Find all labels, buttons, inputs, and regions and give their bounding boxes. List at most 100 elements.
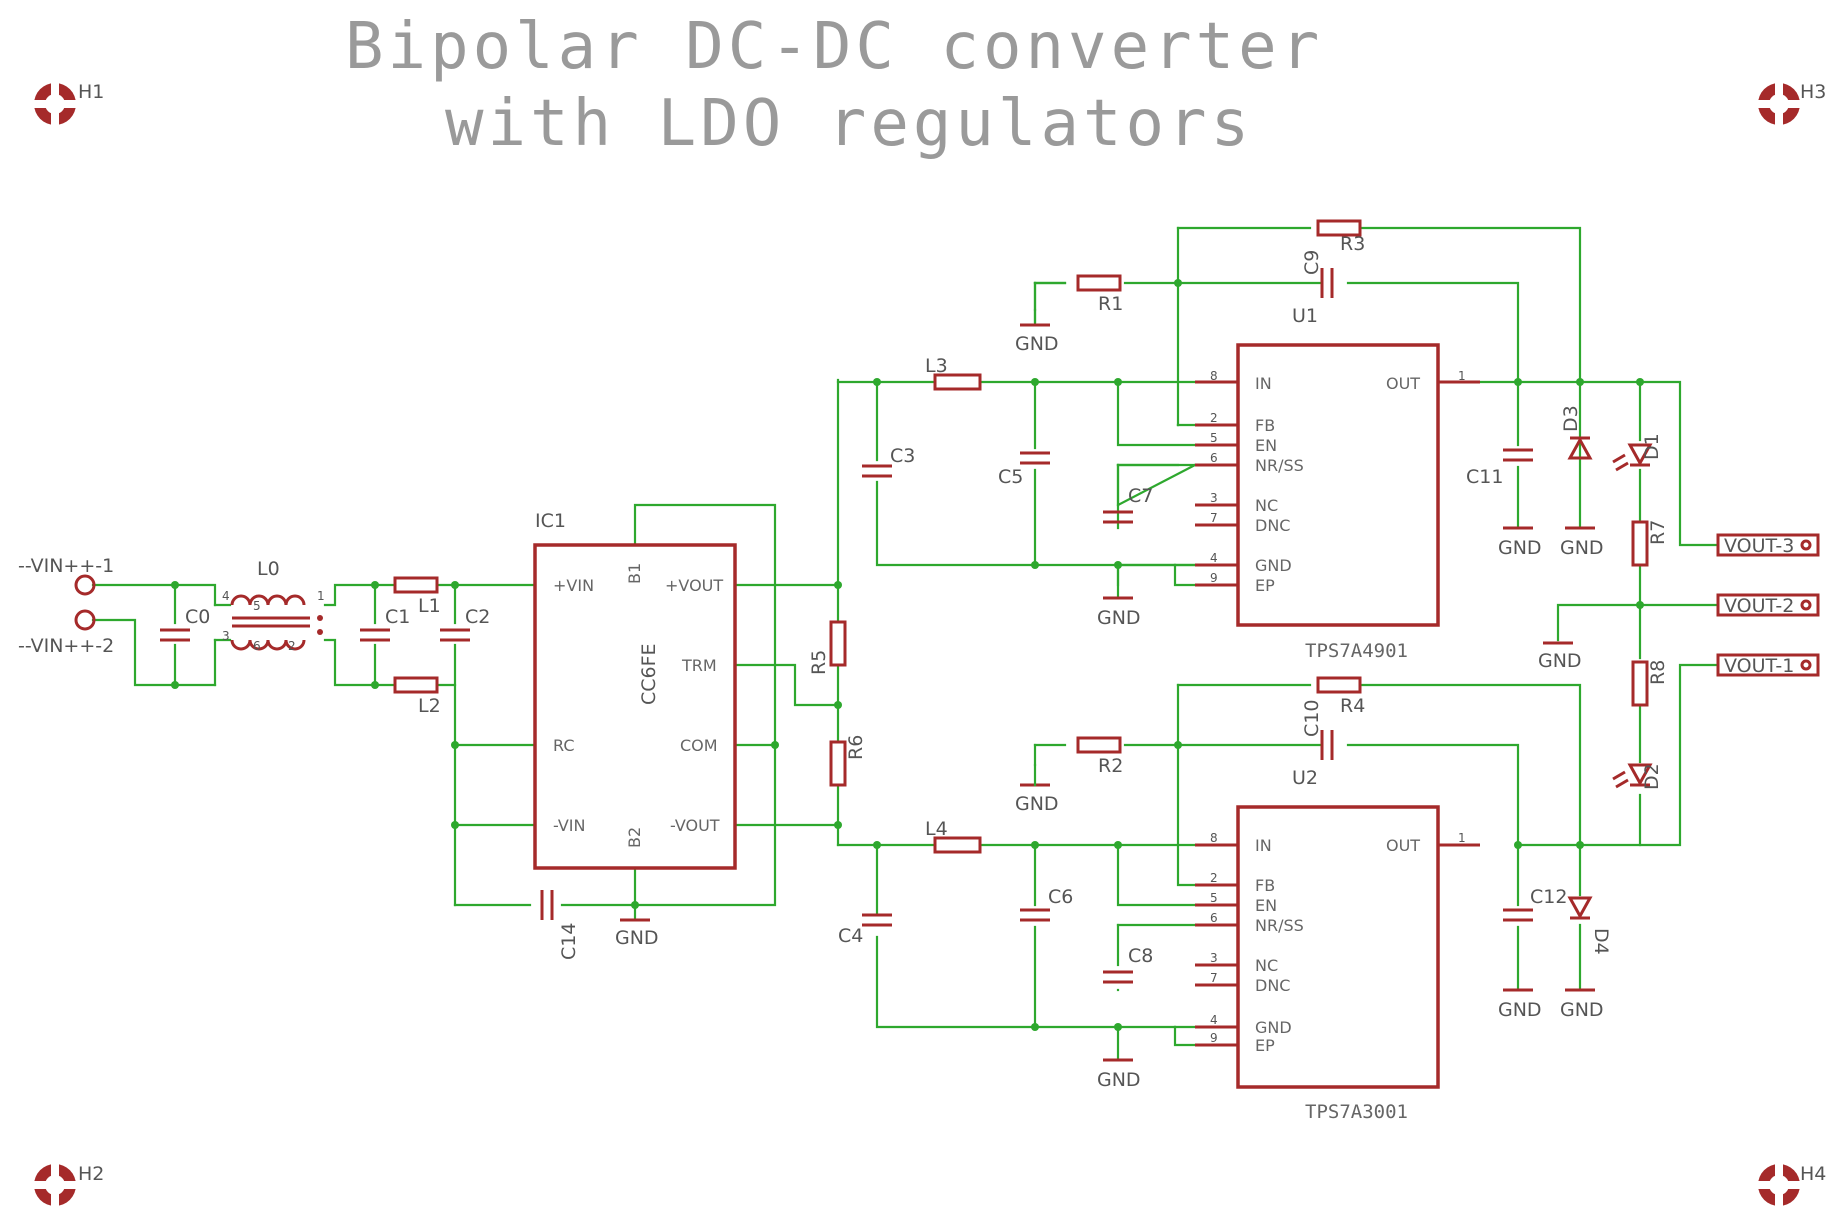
capacitor-c4: C4 — [838, 913, 892, 947]
svg-text:+VOUT: +VOUT — [665, 576, 723, 595]
svg-text:R1: R1 — [1098, 293, 1123, 315]
u2-ldo-regulator: U2 8 2 5 6 3 7 4 9 1 IN FB EN NR/SS NC D… — [1195, 767, 1480, 1123]
svg-text:D4: D4 — [1590, 928, 1612, 955]
svg-text:6: 6 — [1210, 911, 1218, 925]
svg-text:NC: NC — [1255, 956, 1278, 975]
capacitor-c12: C12 — [1503, 886, 1567, 922]
capacitor-c14: C14 — [540, 890, 580, 960]
svg-text:IC1: IC1 — [535, 510, 566, 532]
svg-text:R5: R5 — [808, 650, 830, 675]
resistor-r5: R5 — [808, 620, 847, 675]
input-connector-2: --VIN++-2 — [18, 609, 114, 657]
output-connector-vout-2: VOUT-2 — [1716, 593, 1820, 617]
svg-text:B2: B2 — [625, 827, 644, 848]
svg-text:-VOUT: -VOUT — [670, 816, 720, 835]
svg-text:IN: IN — [1255, 836, 1272, 855]
svg-text:C11: C11 — [1466, 466, 1503, 488]
svg-text:R6: R6 — [845, 735, 867, 760]
svg-text:4: 4 — [1210, 551, 1218, 565]
svg-text:R3: R3 — [1340, 233, 1365, 255]
svg-text:R8: R8 — [1647, 660, 1669, 685]
svg-text:4: 4 — [222, 589, 230, 603]
ground-symbol: GND — [1015, 763, 1059, 815]
svg-text:5: 5 — [1210, 891, 1218, 905]
hole-label: H2 — [78, 1163, 104, 1185]
output-connector-vout-3: VOUT-3 — [1716, 533, 1820, 557]
svg-text:L4: L4 — [925, 818, 948, 840]
svg-text:2: 2 — [1210, 411, 1218, 425]
inductor-l1: L1 — [393, 576, 441, 617]
hole-label: H4 — [1800, 1163, 1826, 1185]
svg-text:1: 1 — [1458, 831, 1466, 845]
svg-text:GND: GND — [1255, 1018, 1292, 1037]
svg-text:5: 5 — [253, 599, 261, 613]
svg-text:--VIN++-2: --VIN++-2 — [18, 635, 114, 657]
resistor-r8: R8 — [1631, 660, 1669, 707]
svg-text:FB: FB — [1255, 416, 1275, 435]
svg-text:EN: EN — [1255, 436, 1277, 455]
svg-text:C8: C8 — [1128, 945, 1153, 967]
diode-d3: D3 — [1560, 405, 1593, 460]
svg-text:8: 8 — [1210, 831, 1218, 845]
svg-text:GND: GND — [1015, 793, 1059, 815]
led-d1: D1 — [1612, 433, 1663, 472]
svg-text:9: 9 — [1210, 1031, 1218, 1045]
svg-text:GND: GND — [615, 927, 659, 949]
svg-text:6: 6 — [1210, 451, 1218, 465]
svg-text:VOUT-1: VOUT-1 — [1724, 655, 1794, 677]
svg-text:TRM: TRM — [681, 656, 717, 675]
svg-text:NR/SS: NR/SS — [1255, 916, 1304, 935]
resistor-r6: R6 — [829, 735, 867, 787]
svg-text:D3: D3 — [1560, 405, 1582, 432]
svg-text:CC6FE: CC6FE — [638, 643, 660, 705]
svg-text:OUT: OUT — [1386, 836, 1420, 855]
common-mode-choke-l0: L0 4 1 3 2 5 6 — [222, 558, 325, 653]
resistor-r4: R4 — [1316, 676, 1365, 717]
ground-symbol: GND — [1560, 988, 1604, 1021]
svg-text:C3: C3 — [890, 445, 915, 467]
ground-symbol: GND — [1560, 526, 1604, 559]
svg-text:DNC: DNC — [1255, 516, 1290, 535]
svg-text:C9: C9 — [1301, 250, 1323, 275]
capacitor-c8: C8 — [1103, 945, 1153, 984]
svg-text:R2: R2 — [1098, 755, 1123, 777]
svg-text:7: 7 — [1210, 971, 1218, 985]
ground-symbol: GND — [1015, 281, 1067, 355]
svg-text:GND: GND — [1498, 537, 1542, 559]
resistor-r3: R3 — [1316, 219, 1365, 255]
svg-text:C2: C2 — [465, 606, 490, 628]
svg-text:6: 6 — [253, 639, 261, 653]
svg-text:EP: EP — [1255, 1036, 1275, 1055]
svg-text:COM: COM — [680, 736, 718, 755]
capacitor-c9: C9 — [1301, 250, 1334, 298]
svg-text:OUT: OUT — [1386, 374, 1420, 393]
ground-symbol: GND — [1498, 988, 1542, 1021]
svg-text:IN: IN — [1255, 374, 1272, 393]
svg-text:U2: U2 — [1292, 767, 1318, 789]
svg-text:C7: C7 — [1128, 485, 1153, 507]
capacitor-c7: C7 — [1103, 485, 1153, 524]
diode-d4: D4 — [1567, 896, 1612, 955]
led-d2: D2 — [1612, 763, 1663, 790]
svg-text:C5: C5 — [998, 466, 1023, 488]
svg-text:C4: C4 — [838, 925, 863, 947]
mounting-hole-h3: H3 — [1755, 80, 1826, 128]
svg-text:GND: GND — [1097, 1069, 1141, 1091]
title-line-2: with LDO regulators — [445, 87, 1253, 161]
wires — [91, 226, 1720, 1062]
svg-text:GND: GND — [1498, 999, 1542, 1021]
svg-text:9: 9 — [1210, 571, 1218, 585]
svg-text:R4: R4 — [1340, 695, 1365, 717]
svg-text:TPS7A3001: TPS7A3001 — [1305, 1101, 1408, 1123]
ground-symbol: GND — [1097, 596, 1141, 629]
ground-symbol: GND — [615, 918, 659, 949]
u1-ldo-regulator: U1 8 2 5 6 3 7 4 9 1 IN FB EN NR/SS NC D… — [1195, 305, 1480, 662]
ground-symbol: GND — [1498, 526, 1542, 559]
svg-text:8: 8 — [1210, 369, 1218, 383]
svg-text:L0: L0 — [257, 558, 280, 580]
svg-text:NC: NC — [1255, 496, 1278, 515]
svg-text:1: 1 — [317, 589, 325, 603]
svg-text:7: 7 — [1210, 511, 1218, 525]
capacitor-c6: C6 — [1020, 886, 1073, 922]
svg-text:C1: C1 — [385, 606, 410, 628]
